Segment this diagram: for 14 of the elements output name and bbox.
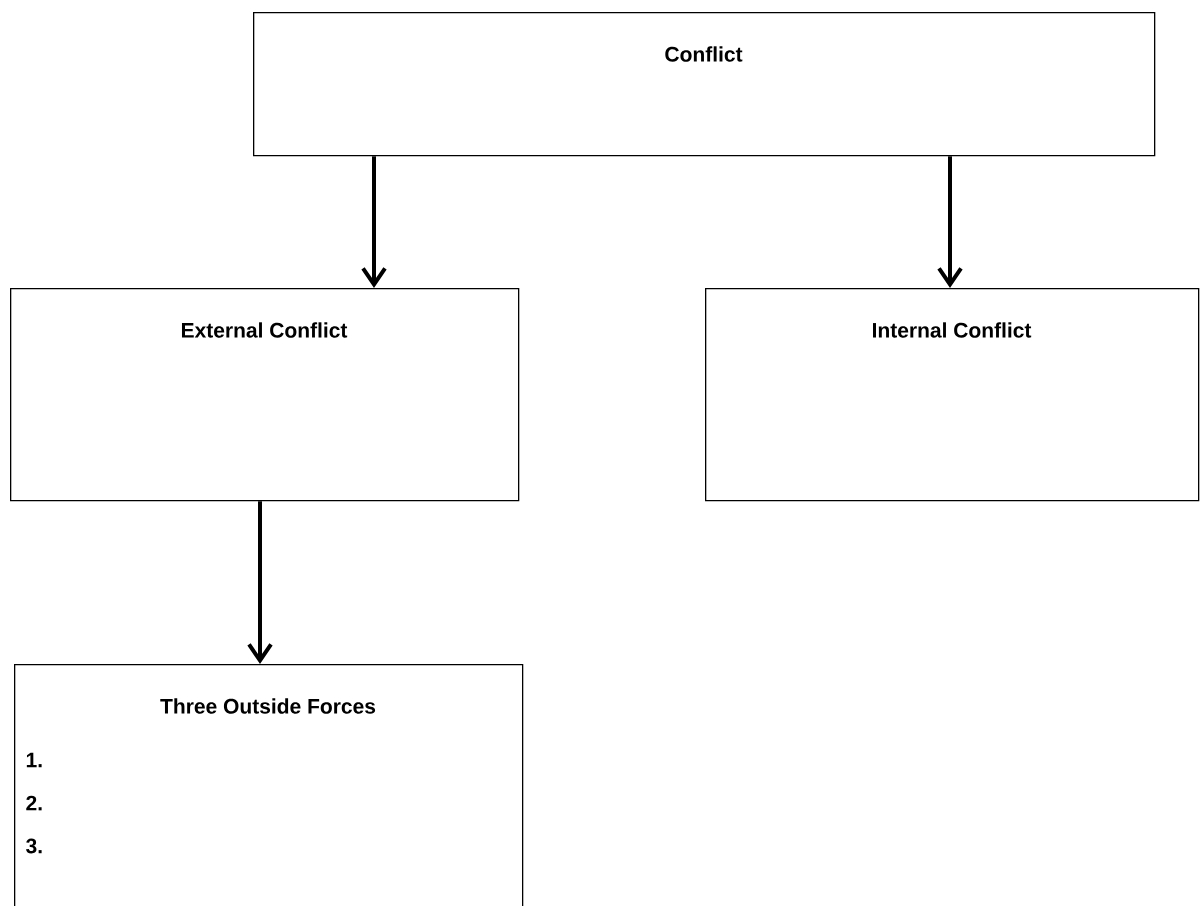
text-box — [705, 288, 1200, 502]
box-heading: Three Outside Forces — [160, 698, 376, 714]
text-box — [253, 12, 1156, 157]
arrow — [247, 501, 273, 664]
arrow — [937, 156, 963, 288]
list-number: 1. — [26, 752, 42, 768]
box-heading: Internal Conflict — [873, 322, 1032, 338]
text-box — [10, 288, 520, 502]
list-number: 2. — [26, 795, 42, 811]
arrow — [361, 156, 387, 288]
box-heading: Conflict — [665, 46, 743, 62]
box-heading: External Conflict — [182, 322, 348, 338]
text-box — [14, 664, 524, 906]
list-number: 3. — [26, 838, 42, 854]
